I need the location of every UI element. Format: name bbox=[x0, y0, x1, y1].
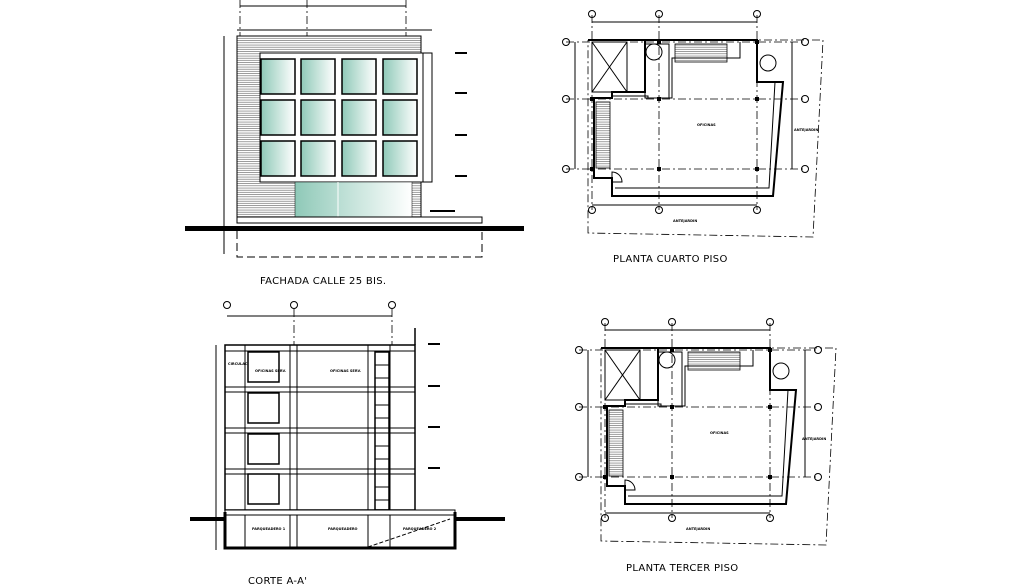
room-label: PARQUEADERO 2 bbox=[403, 527, 437, 531]
facade-title: FACHADA CALLE 25 BIS. bbox=[260, 276, 386, 287]
facade-drawing: FACHADA CALLE 25 BIS. bbox=[185, 0, 524, 287]
room-label: PARQUEADERO 1 bbox=[252, 527, 286, 531]
room-label: OFICINAS SERV. bbox=[255, 369, 286, 373]
room-label: CIRCULAC. bbox=[228, 362, 249, 366]
room-label: PARQUEADERO bbox=[328, 527, 358, 531]
plan-third-floor: OFICINAS ANTEJARDIN ANTEJARDIN PLANTA TE… bbox=[574, 317, 837, 574]
garden-label: ANTEJARDIN bbox=[794, 128, 818, 132]
room-label: OFICINAS bbox=[697, 123, 716, 127]
section-title: CORTE A-A' bbox=[248, 576, 307, 587]
room-label: OFICINAS bbox=[710, 431, 729, 435]
garden-label: ANTEJARDIN bbox=[686, 527, 710, 531]
plan-fourth-floor: OFICINAS ANTEJARDIN ANTEJARDIN PLANTA CU… bbox=[561, 9, 824, 265]
section-drawing: CIRCULAC. OFICINAS SERV. OFICINAS SERV. … bbox=[190, 301, 505, 587]
plan-fourth-title: PLANTA CUARTO PISO bbox=[613, 254, 728, 265]
room-label: OFICINAS SERV. bbox=[330, 369, 361, 373]
garden-label: ANTEJARDIN bbox=[802, 437, 826, 441]
garden-label: ANTEJARDIN bbox=[673, 219, 697, 223]
plan-third-title: PLANTA TERCER PISO bbox=[626, 563, 738, 574]
